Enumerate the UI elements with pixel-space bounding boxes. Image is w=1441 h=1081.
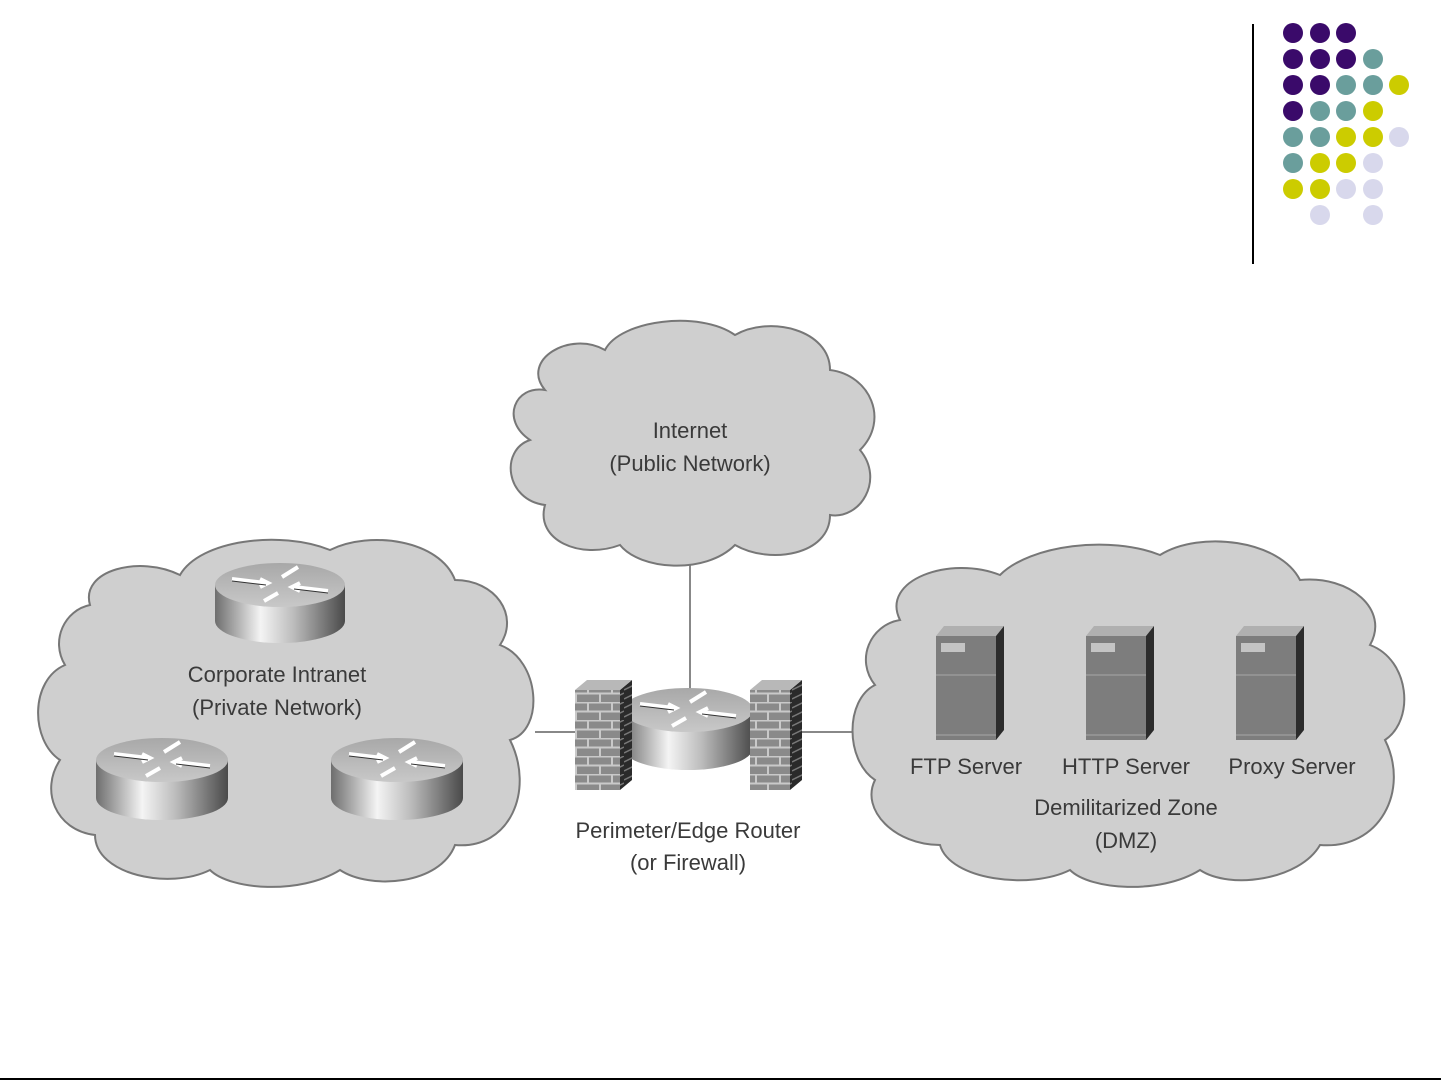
decorative-dot <box>1336 49 1356 69</box>
http-server-icon <box>1086 626 1154 740</box>
decorative-dot <box>1283 153 1303 173</box>
edge-router-label-line1: Perimeter/Edge Router <box>576 818 801 843</box>
decorative-dot <box>1283 75 1303 95</box>
intranet-label-line2: (Private Network) <box>192 695 362 720</box>
decorative-vertical-line <box>1252 24 1254 264</box>
decorative-dot <box>1389 75 1409 95</box>
decorative-dot <box>1309 153 1330 173</box>
decorative-dot <box>1283 101 1303 121</box>
intranet-label-line1: Corporate Intranet <box>188 662 367 687</box>
router-icon <box>331 738 463 820</box>
proxy-server-icon <box>1236 626 1304 740</box>
decorative-dot <box>1309 205 1330 225</box>
decorative-dot <box>1309 101 1330 121</box>
edge-router-label-line2: (or Firewall) <box>630 850 746 875</box>
decorative-dot <box>1283 179 1303 199</box>
decorative-dot <box>1362 75 1383 95</box>
decorative-dot <box>1309 75 1330 95</box>
decorative-dot <box>1309 127 1330 147</box>
decorative-dot <box>1389 127 1409 147</box>
decorative-dot <box>1362 153 1383 173</box>
internet-label-line1: Internet <box>653 418 728 443</box>
decorative-dot <box>1309 23 1330 43</box>
decorative-dot <box>1336 127 1356 147</box>
decorative-dot <box>1283 49 1303 69</box>
dmz-label-line1: Demilitarized Zone <box>1034 795 1217 820</box>
bottom-border-line <box>0 1078 1441 1080</box>
router-icon <box>96 738 228 820</box>
decorative-dot <box>1336 75 1356 95</box>
ftp-server-icon <box>936 626 1004 740</box>
dmz-label-line2: (DMZ) <box>1095 828 1157 853</box>
decorative-dot <box>1283 127 1303 147</box>
ftp-server-label: FTP Server <box>910 754 1022 779</box>
decorative-dot <box>1309 49 1330 69</box>
proxy-server-label: Proxy Server <box>1228 754 1355 779</box>
decorative-dot <box>1336 179 1356 199</box>
decorative-dot <box>1362 49 1383 69</box>
firewall-right-icon <box>750 680 802 790</box>
decorative-dot <box>1362 101 1383 121</box>
decorative-dot <box>1336 101 1356 121</box>
decorative-dot <box>1362 127 1383 147</box>
decorative-dot <box>1336 23 1356 43</box>
http-server-label: HTTP Server <box>1062 754 1190 779</box>
internet-label-line2: (Public Network) <box>609 451 770 476</box>
decorative-dot <box>1283 23 1303 43</box>
decorative-dot <box>1336 153 1356 173</box>
edge-router-icon <box>623 688 753 770</box>
decorative-dot <box>1309 179 1330 199</box>
decorative-dot <box>1362 205 1383 225</box>
internet-cloud: Internet (Public Network) <box>509 319 876 567</box>
router-icon <box>215 563 345 643</box>
firewall-left-icon <box>575 680 632 790</box>
decorative-dot <box>1362 179 1383 199</box>
